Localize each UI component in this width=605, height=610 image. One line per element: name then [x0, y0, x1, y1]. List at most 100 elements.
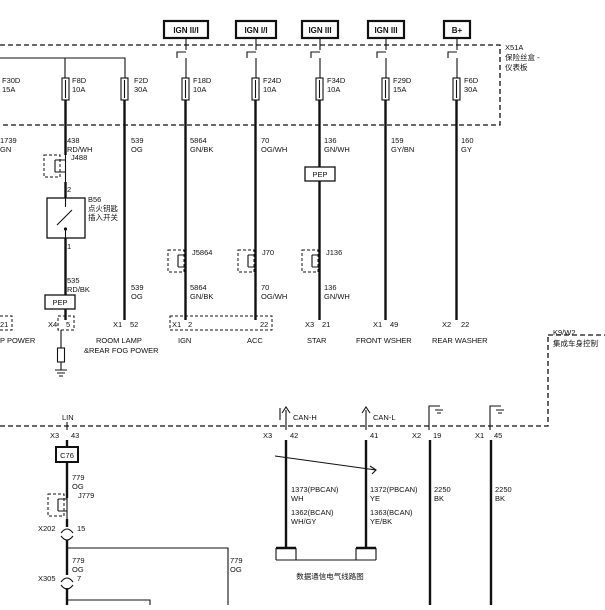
fuse-rating: 30A	[464, 85, 477, 94]
connector-id: X3	[50, 431, 59, 440]
wire-color: GN/WH	[324, 292, 350, 301]
switch-name-2: 插入开关	[88, 212, 118, 222]
wire-color: WH	[291, 494, 304, 503]
splice-label: J70	[262, 248, 274, 257]
splice-label: J136	[326, 248, 342, 257]
wire-label: 1363(BCAN)	[370, 508, 413, 517]
wire-color: OG	[131, 292, 143, 301]
pin-number: 22	[461, 320, 469, 329]
wire-color: RD/BK	[67, 285, 90, 294]
connector-id: X1	[475, 431, 484, 440]
switch-id: B56	[88, 195, 101, 204]
bus-caption: 数据通信电气线路图	[296, 571, 364, 581]
connector-id: X1	[373, 320, 382, 329]
wire-color: GN/BK	[190, 292, 213, 301]
wire-color: OG	[131, 145, 143, 154]
pep-label: PEP	[52, 298, 67, 307]
pin-number: 52	[130, 320, 138, 329]
source-hooks	[176, 38, 458, 58]
switch-pin-top: 2	[67, 185, 71, 194]
splice-label: J779	[78, 491, 94, 500]
pin-number: 45	[494, 431, 502, 440]
wire-number: 136	[324, 136, 337, 145]
wire-color: GN	[0, 145, 11, 154]
fuse-id: F29D	[393, 76, 412, 85]
connector-id: X4	[48, 320, 57, 329]
wire-color: GN/WH	[324, 145, 350, 154]
lin-label: LIN	[62, 413, 74, 422]
wires	[64, 100, 458, 320]
wire-color: RD/WH	[67, 145, 92, 154]
pin-number: 2	[188, 320, 192, 329]
pin-number: 7	[77, 574, 81, 583]
power-box-ign-3a: IGN III	[300, 19, 340, 40]
power-box-label: IGN II/I	[173, 26, 198, 35]
wire-color: GY/BN	[391, 145, 414, 154]
wire-label: 1372(PBCAN)	[370, 485, 418, 494]
wire-label: 1362(BCAN)	[291, 508, 334, 517]
pin-number: 41	[370, 431, 378, 440]
power-box-ign-2-1: IGN II/I	[162, 19, 210, 40]
wire-number: 136	[324, 283, 337, 292]
connector-id: X3	[263, 431, 272, 440]
can-l-terminal: CAN-L	[361, 406, 396, 430]
power-box-ign-3b: IGN III	[366, 19, 406, 40]
wire-number: 1739	[0, 136, 17, 145]
wire-label: 1373(PBCAN)	[291, 485, 339, 494]
function-fog-power: &REAR FOG POWER	[84, 346, 159, 355]
connector-id: X305	[38, 574, 56, 583]
connector-pin-boxes	[0, 315, 273, 331]
wire-color: WH/GY	[291, 517, 316, 526]
pin-number: 49	[390, 320, 398, 329]
wire-number: 159	[391, 136, 404, 145]
fuse-box-boundary	[0, 44, 501, 126]
can-h-label: CAN-H	[293, 413, 317, 422]
pin-number: 42	[290, 431, 298, 440]
connector-id: X3	[305, 320, 314, 329]
function-p-power: P POWER	[0, 336, 36, 345]
splice-label: J488	[71, 153, 87, 162]
lower-wires	[65, 440, 493, 605]
connector-id: X202	[38, 524, 56, 533]
wire-color: BK	[434, 494, 444, 503]
fuse-rating: 10A	[193, 85, 206, 94]
power-box-battery: B+	[442, 19, 472, 40]
wire-number: 70	[261, 283, 269, 292]
wire-color: YE/BK	[370, 517, 392, 526]
splice-j488: J488	[43, 153, 87, 178]
splice-j70: J70	[237, 248, 274, 273]
fuse-rating: 15A	[393, 85, 406, 94]
fuse-rating: 15A	[2, 85, 15, 94]
wire-color: GN/BK	[190, 145, 213, 154]
bcm-name: 集成车身控制	[553, 338, 598, 348]
wire-number: 2250	[495, 485, 512, 494]
connector-id: X2	[412, 431, 421, 440]
fuse-box-name-2: 仪表板	[505, 62, 528, 72]
fuse-rating: 30A	[134, 85, 147, 94]
pin-number: 5	[66, 320, 70, 329]
pin-number: 21	[322, 320, 330, 329]
bcm-id: K9/W2	[553, 328, 576, 337]
ground-resistor	[55, 330, 67, 377]
switch-name: 点火钥匙	[88, 203, 118, 213]
fuse-id: F30D	[2, 76, 21, 85]
function-rear-washer: REAR WASHER	[432, 336, 488, 345]
wire-color: GY	[461, 145, 472, 154]
wire-number: 539	[131, 136, 144, 145]
splice-j5864: J5864	[167, 248, 212, 273]
fuse-id: F8D	[72, 76, 87, 85]
power-box-label: IGN III	[308, 26, 331, 35]
function-room-lamp: ROOM LAMP	[96, 336, 142, 345]
splice-j779: J779	[47, 491, 94, 517]
wire-number: 779	[72, 556, 85, 565]
function-acc: ACC	[247, 336, 263, 345]
fuse-id: F34D	[327, 76, 346, 85]
splice-j136: J136	[301, 248, 342, 273]
pin-number: 43	[71, 431, 79, 440]
fuse-box-name: 保险丝盒 -	[505, 52, 540, 62]
power-box-label: IGN III	[374, 26, 397, 35]
wire-color: OG/WH	[261, 145, 287, 154]
ground-terminal-2	[489, 405, 504, 430]
pin-number: 15	[77, 524, 85, 533]
